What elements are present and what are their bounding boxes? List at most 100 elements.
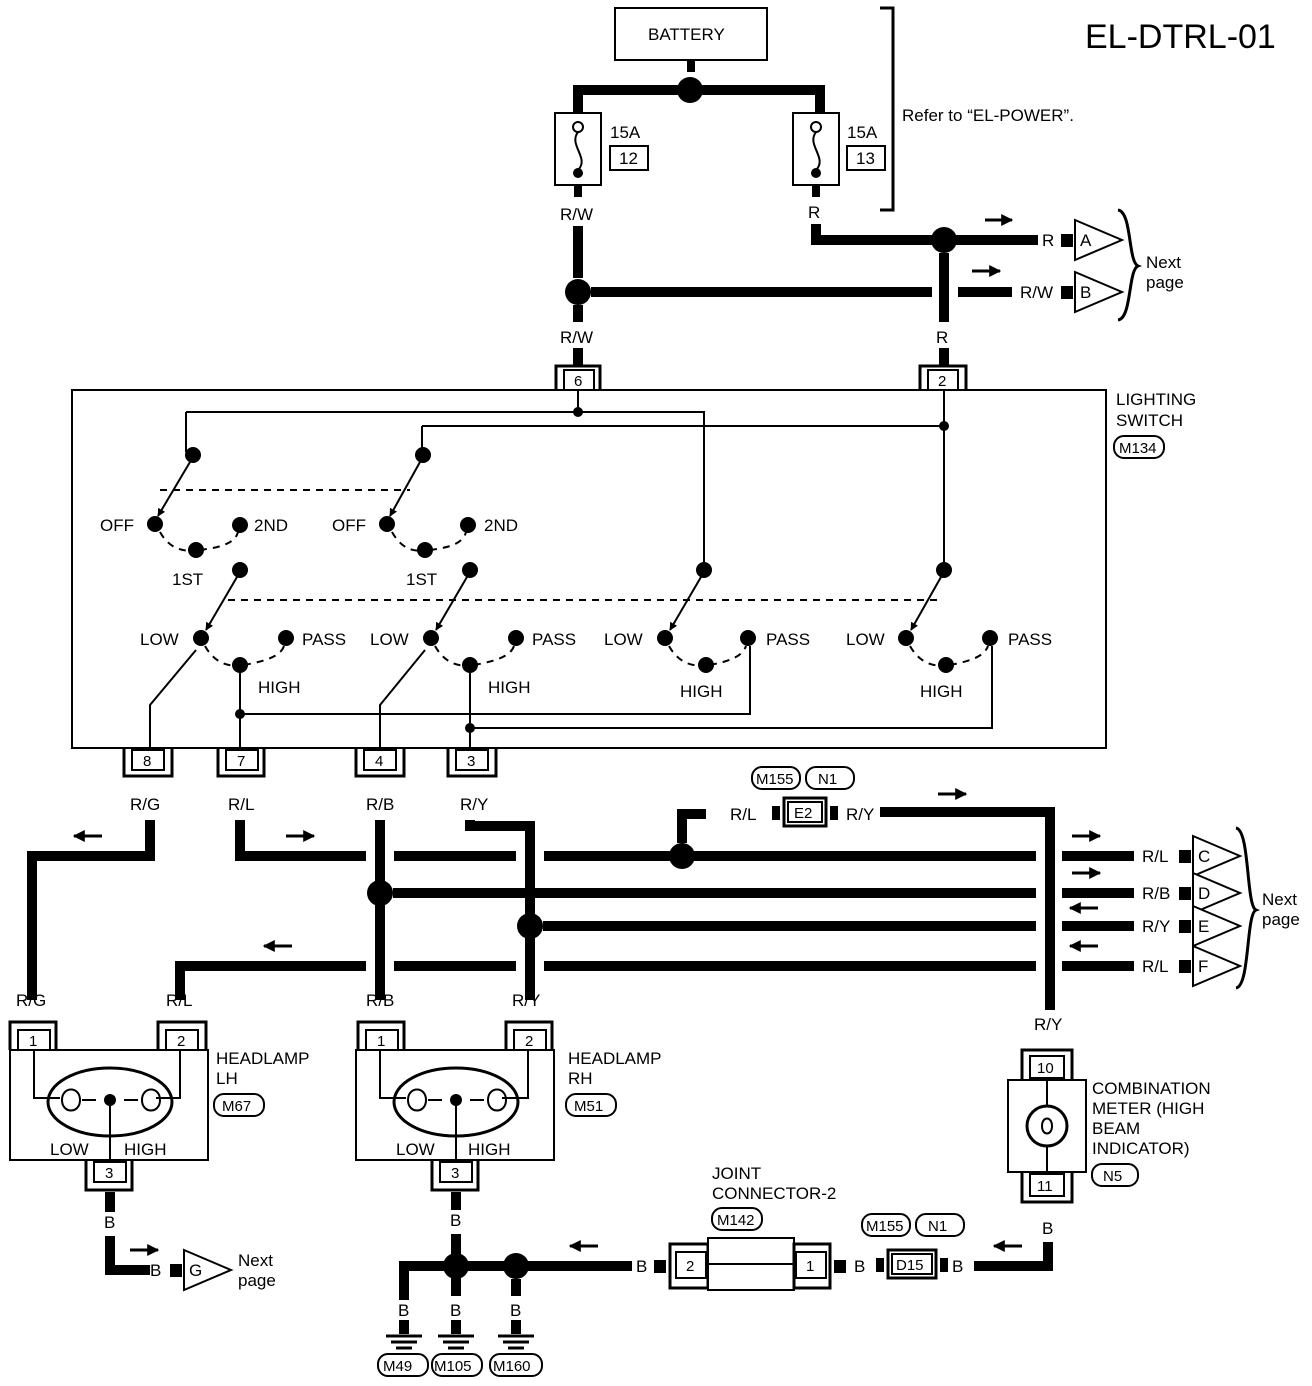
wire-label-rg-2: R/G [16, 991, 46, 1010]
wire-label-b-g: B [150, 1261, 161, 1280]
ground-m105-code: M105 [434, 1358, 472, 1375]
wire-label-rl-c: R/L [1142, 847, 1168, 866]
wire-label-ry-e2: R/Y [846, 805, 874, 824]
ground-m160-code: M160 [493, 1358, 531, 1375]
headlamp-lh-name-1: HEADLAMP [216, 1049, 310, 1068]
wire-label-b-jc2: B [636, 1257, 647, 1276]
wire-label-rw-2: R/W [560, 328, 593, 347]
wire-label-r-2: R [936, 328, 948, 347]
wire-label-rl-f: R/L [1142, 957, 1168, 976]
e2-code-1: M155 [756, 771, 794, 788]
splice-r [931, 227, 957, 253]
switch-pin-6: 6 [574, 373, 582, 390]
ground-m160-wire: B [510, 1301, 521, 1320]
switch-2nd-2: 2ND [484, 516, 518, 535]
d15-code-1: M155 [866, 1218, 904, 1235]
splice-rl [669, 843, 695, 869]
joint-connector-pin-1: 1 [806, 1258, 814, 1275]
wire-label-rb-d: R/B [1142, 884, 1170, 903]
switch-pass-1: PASS [302, 630, 346, 649]
ground-m49-wire: B [398, 1301, 409, 1320]
wire-label-rw-1: R/W [560, 205, 593, 224]
headlamp-lh-code: M67 [222, 1098, 251, 1115]
switch-code: M134 [1119, 440, 1157, 457]
headlamp-rh-name-1: HEADLAMP [568, 1049, 662, 1068]
ground-splice-1 [443, 1253, 469, 1279]
switch-low-1: LOW [140, 630, 179, 649]
wire-label-rl-e2: R/L [730, 805, 756, 824]
switch-name-line2: SWITCH [1116, 411, 1183, 430]
next-page-ab-line2: page [1146, 273, 1184, 292]
headlamp-rh: 1 2 LOW HIGH 3 HEADLAMP RH M51 [355, 1020, 662, 1192]
next-page-ab-line1: Next [1146, 253, 1181, 272]
meter-name-2: METER (HIGH [1092, 1099, 1204, 1118]
switch-pin-2: 2 [938, 373, 946, 390]
ground-m105: B M105 [431, 1301, 483, 1377]
wire-label-b-meter: B [1042, 1219, 1053, 1238]
joint-connector-pin-2: 2 [686, 1258, 694, 1275]
headlamp-rh-pin-2: 2 [525, 1033, 533, 1050]
switch-low-3: LOW [604, 630, 643, 649]
next-page-g-line1: Next [238, 1251, 273, 1270]
fuse-13-number: 13 [856, 149, 875, 168]
switch-2nd-1: 2ND [254, 516, 288, 535]
inline-connector-d15: M155 N1 D15 [861, 1213, 965, 1280]
switch-high-4: HIGH [920, 682, 963, 701]
meter-pin-10: 10 [1037, 1060, 1054, 1077]
switch-1st-1: 1ST [172, 570, 203, 589]
wire-label-rg-1: R/G [130, 795, 160, 814]
switch-high-2: HIGH [488, 678, 531, 697]
switch-pin-4: 4 [375, 753, 383, 770]
wire-label-rb-1: R/B [366, 795, 394, 814]
connector-d: D [1198, 884, 1210, 903]
fuse-12-number: 12 [619, 149, 638, 168]
switch-low-4: LOW [846, 630, 885, 649]
d15-code-2: N1 [928, 1218, 947, 1235]
combination-meter: 10 11 COMBINATION METER (HIGH BEAM INDIC… [1007, 1048, 1211, 1204]
headlamp-lh-pin-2: 2 [177, 1033, 185, 1050]
switch-name-line1: LIGHTING [1116, 390, 1196, 409]
joint-connector-code: M142 [717, 1212, 755, 1229]
inline-connector-e2: M155 N1 R/L E2 R/Y [730, 766, 874, 828]
wire-label-r-to-a: R [1042, 231, 1054, 250]
lighting-switch: 6 2 LIGHTING SWITCH M134 OFF 2ND 1ST OFF… [71, 364, 1196, 778]
fuse-13: 15A 13 [792, 112, 886, 197]
switch-high-1: HIGH [258, 678, 301, 697]
refer-note: Refer to “EL-POWER”. [902, 106, 1074, 125]
switch-pin-8: 8 [143, 753, 151, 770]
switch-low-2: LOW [370, 630, 409, 649]
e2-pin: E2 [794, 805, 812, 822]
wire-label-b-rh: B [450, 1211, 461, 1230]
splice-rw [565, 279, 591, 305]
diagram-title: EL-DTRL-01 [1085, 18, 1276, 56]
wire-label-ry-e: R/Y [1142, 917, 1170, 936]
headlamp-lh: 1 2 LOW HIGH 3 HEADLAMP LH M67 [8, 1020, 310, 1192]
headlamp-lh-pin-3: 3 [105, 1165, 113, 1182]
headlamp-rh-code: M51 [574, 1098, 603, 1115]
switch-pin-7: 7 [237, 753, 245, 770]
switch-pin-3: 3 [467, 753, 475, 770]
splice-ry [517, 913, 543, 939]
wire-label-rl-1: R/L [228, 795, 254, 814]
fuse-12-rating: 15A [610, 123, 641, 142]
battery: BATTERY [614, 7, 768, 72]
wire-label-b-d15-right: B [952, 1257, 963, 1276]
headlamp-rh-name-2: RH [568, 1069, 593, 1088]
switch-pass-2: PASS [532, 630, 576, 649]
connector-a: A [1080, 231, 1092, 250]
splice-rb [367, 880, 393, 906]
next-page-cf-line2: page [1262, 910, 1300, 929]
ground-m49-code: M49 [383, 1358, 412, 1375]
fuse-12: 15A 12 [554, 112, 649, 197]
headlamp-rh-low: LOW [396, 1140, 435, 1159]
joint-connector-2: JOINT CONNECTOR-2 M142 2 1 [668, 1164, 836, 1291]
ground-splice-2 [503, 1253, 529, 1279]
switch-pass-4: PASS [1008, 630, 1052, 649]
wire-label-rw-to-b: R/W [1020, 283, 1053, 302]
switch-high-3: HIGH [680, 682, 723, 701]
ground-m160: B M160 [489, 1301, 543, 1377]
wire-label-rl-2: R/L [166, 991, 192, 1010]
connector-c: C [1198, 847, 1210, 866]
joint-connector-name-1: JOINT [712, 1164, 761, 1183]
